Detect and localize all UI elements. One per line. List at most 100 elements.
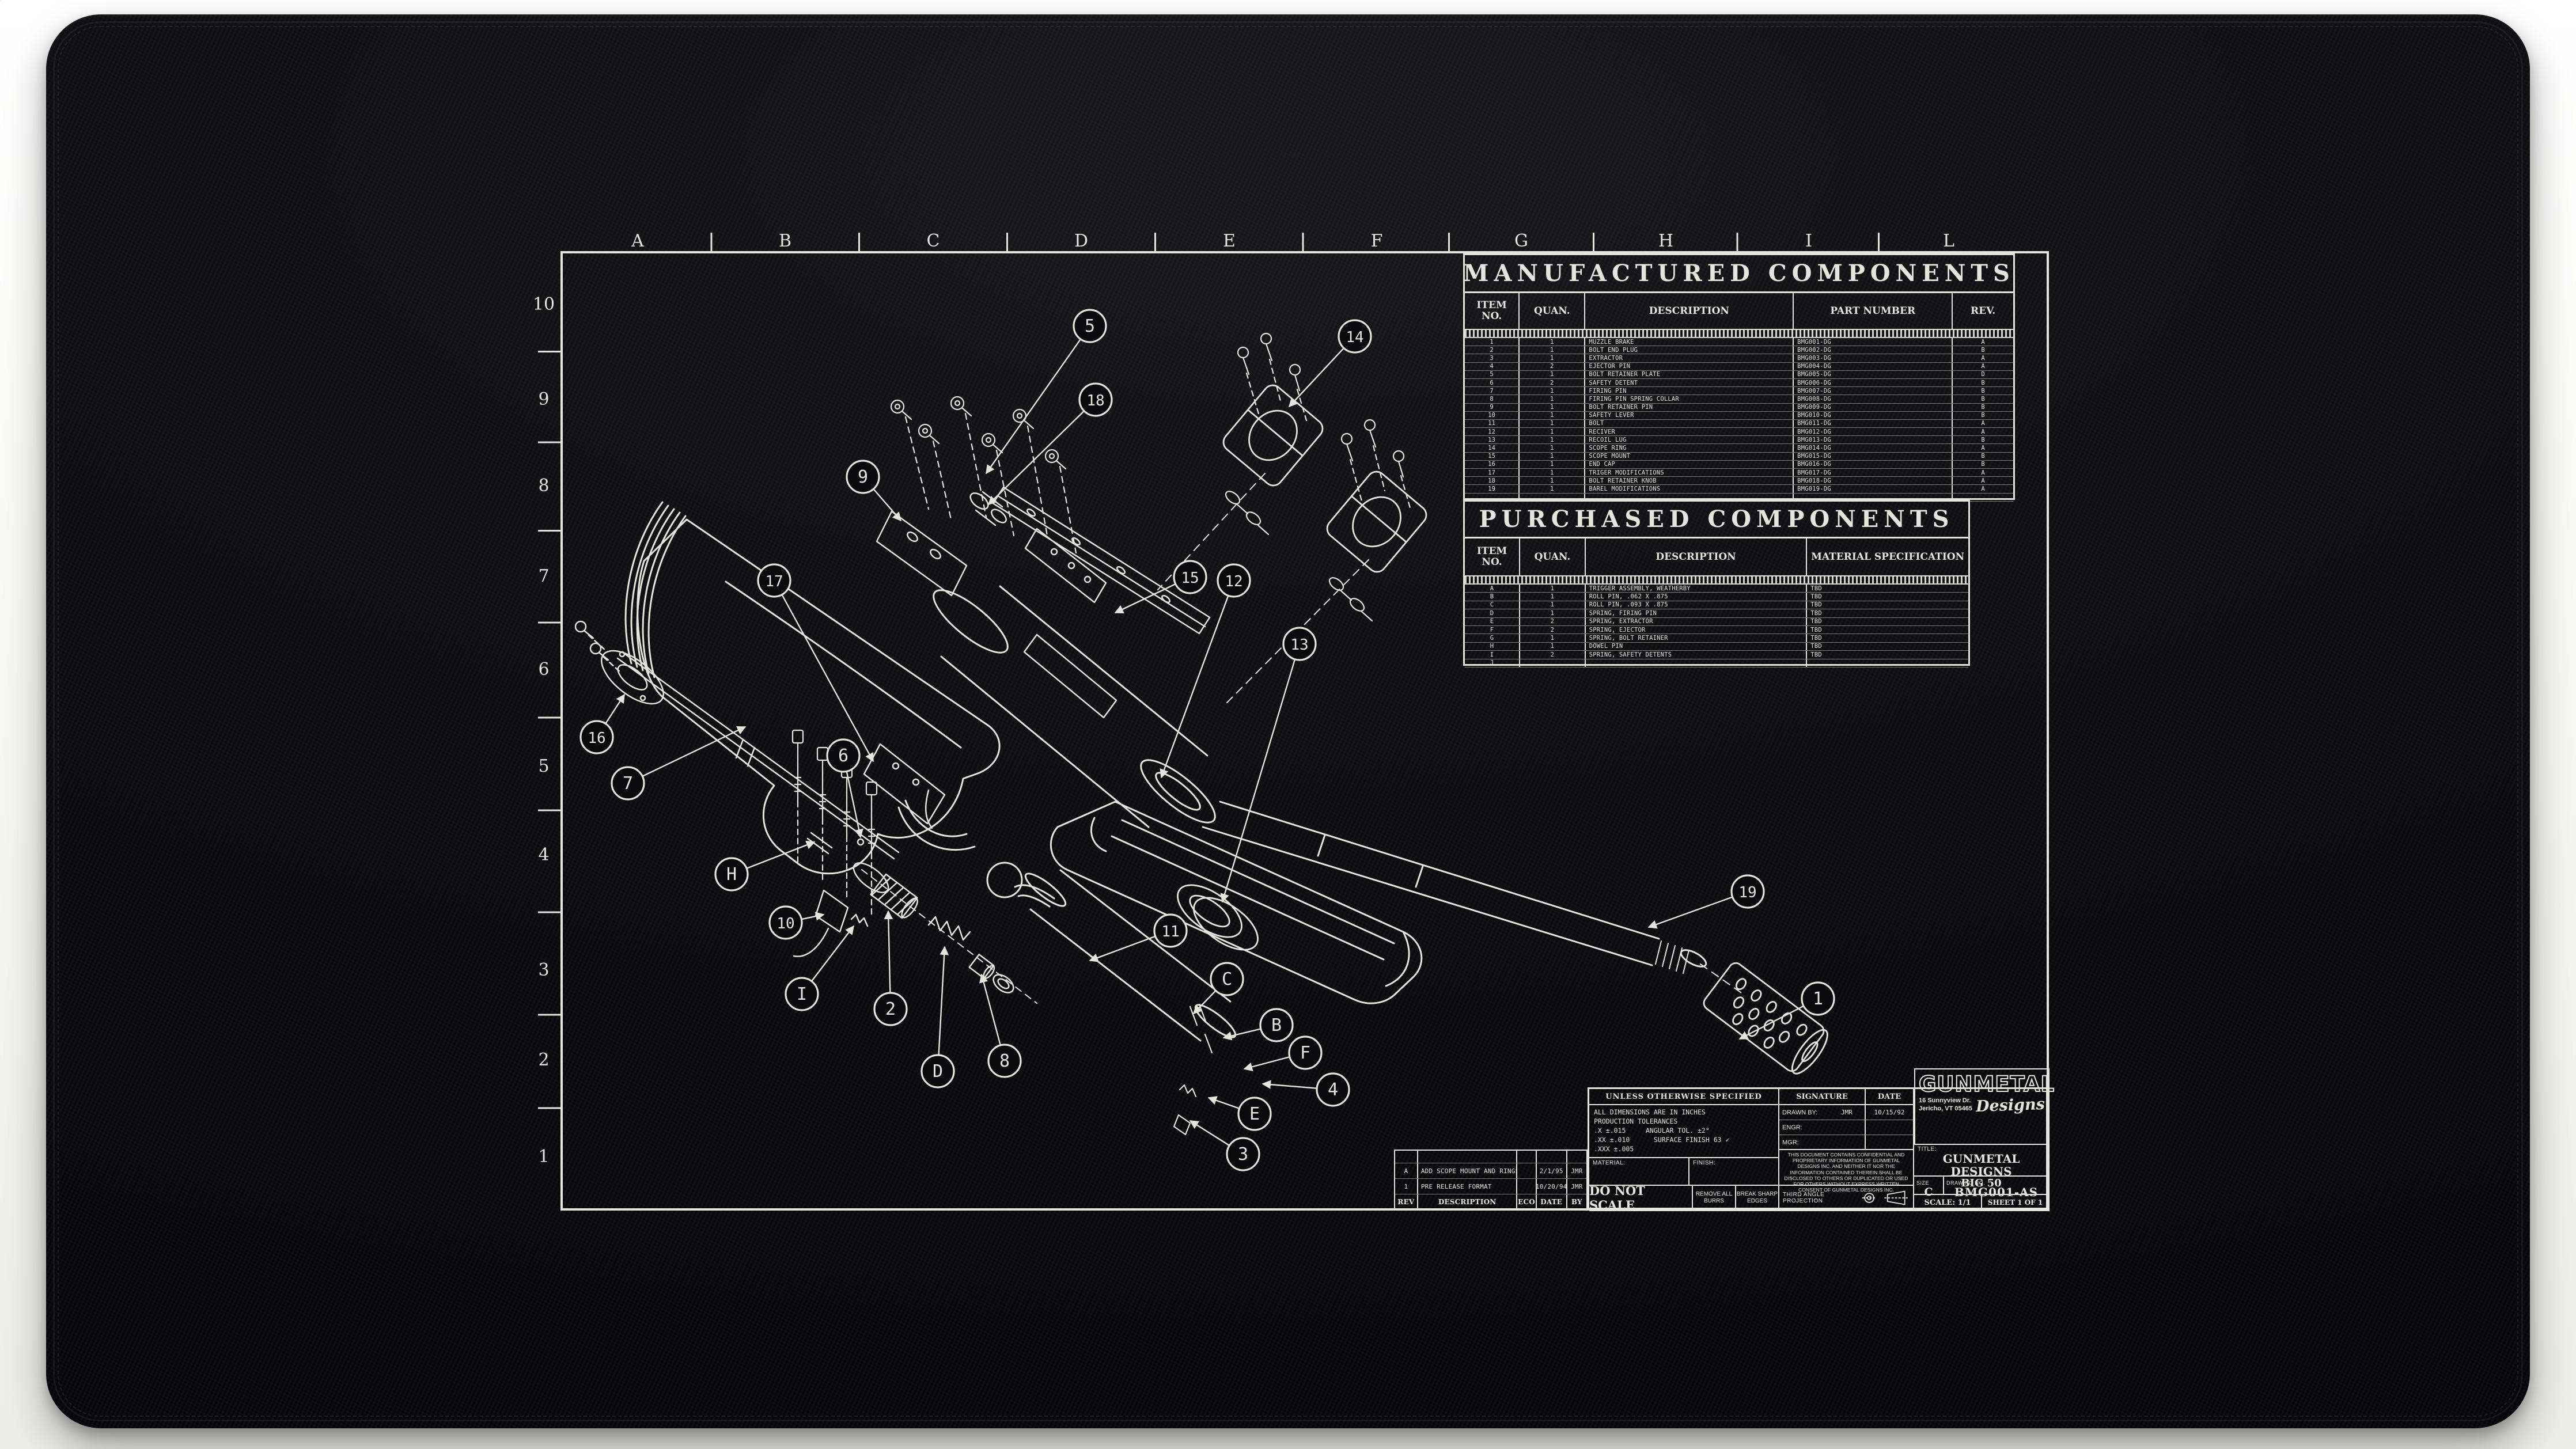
callout-13: 13	[1220, 627, 1317, 903]
svg-text:17: 17	[765, 573, 783, 590]
table-row: J	[1465, 659, 1968, 667]
svg-text:14: 14	[1346, 329, 1363, 346]
table-cell: 1	[1520, 338, 1586, 346]
table-cell: SPRING, FIRING PIN	[1586, 609, 1808, 617]
table-cell: TBD	[1810, 643, 1822, 650]
table-cell: 1	[1520, 444, 1586, 452]
bolt-retainer-plate	[876, 491, 1007, 597]
extractor-plate	[1024, 528, 1107, 604]
table-cell: END CAP	[1585, 460, 1794, 468]
table-cell: 16	[1465, 460, 1520, 468]
grid-number: 10	[533, 294, 555, 314]
table-cell: MUZZLE BRAKE	[1585, 338, 1794, 346]
column-header: QUAN.	[1520, 293, 1586, 329]
fore-end-channel	[1050, 801, 1423, 1004]
table-cell: DOWEL PIN	[1586, 642, 1808, 651]
callout-5: 5	[986, 309, 1107, 475]
trigger-group	[863, 743, 946, 829]
grid-letter: H	[1658, 231, 1673, 251]
table-cell: H	[1465, 642, 1521, 651]
svg-text:7: 7	[623, 773, 633, 794]
table-cell: 1	[1520, 387, 1586, 395]
title-box: TITLE: GUNMETAL DESIGNS BIG 50	[1914, 1145, 2050, 1189]
table-cell: 1	[1520, 346, 1586, 354]
table-cell: SPRING, BOLT RETAINER	[1586, 634, 1808, 642]
table-cell	[1807, 659, 1968, 667]
column-header: DESCRIPTION	[1585, 293, 1794, 329]
table-cell: 2	[1520, 378, 1586, 387]
table-cell: 12	[1465, 428, 1520, 436]
table-cell: ADD SCOPE MOUNT AND RINGS	[1418, 1163, 1518, 1178]
svg-text:9: 9	[858, 467, 868, 487]
signature-date: 10/15/92	[1874, 1109, 1905, 1116]
grid-number: 6	[538, 659, 549, 680]
manufactured-components-table: MANUFACTURED COMPONENTS ITEM NO.QUAN.DES…	[1463, 253, 2015, 502]
grid-letter: D	[1074, 231, 1088, 251]
tolerance-line: .XX ±.010 SURFACE FINISH 63 ✓	[1594, 1136, 1730, 1144]
table-cell: 8	[1465, 395, 1520, 403]
brand-address-1: 16 Sunnyview Dr.	[1919, 1097, 1971, 1104]
svg-text:B: B	[1271, 1015, 1282, 1035]
callout-4: 4	[1262, 1072, 1350, 1107]
table-cell: 1	[1520, 485, 1586, 493]
table-cell: BMG006-DG	[1794, 378, 1953, 387]
muzzle-brake	[1703, 962, 1828, 1075]
signature-date	[1866, 1120, 1913, 1135]
table-cell: BOLT END PLUG	[1585, 346, 1794, 354]
table-cell: 10	[1465, 411, 1520, 419]
ring-screws	[1225, 332, 1411, 622]
roll-pins	[1173, 1003, 1213, 1136]
signature-header-row: SIGNATURE DATE	[1779, 1089, 1914, 1105]
svg-text:1: 1	[1813, 989, 1823, 1009]
bolt	[986, 862, 1237, 1042]
column-header: ITEM NO.	[1465, 538, 1521, 575]
grid-letter: I	[1805, 231, 1812, 251]
table-cell: JMR	[1571, 1182, 1583, 1190]
grid-letter: L	[1943, 231, 1954, 251]
drawing-title-line2: BIG 50	[1961, 1177, 2002, 1189]
table-cell: 2	[1520, 625, 1586, 634]
table-cell: 1	[1520, 634, 1586, 642]
callout-6: 6	[826, 738, 863, 839]
firing-pin-assembly	[0, 0, 900, 957]
table-cell: D	[1981, 371, 1985, 378]
butt-pad	[624, 501, 687, 678]
table-cell: FIRING PIN SPRING COLLAR	[1585, 395, 1794, 403]
table-cell: G	[1465, 634, 1521, 642]
table-cell: D	[1465, 609, 1521, 617]
brand-address-2: Jericho, VT 05465	[1919, 1105, 1972, 1112]
table-cell: FIRING PIN	[1585, 387, 1794, 395]
mount-screws	[890, 396, 1077, 554]
table-cell: BMG015-DG	[1794, 452, 1953, 460]
signature-label: ENGR:	[1782, 1124, 1802, 1131]
table-cell: F	[1465, 625, 1521, 634]
svg-text:12: 12	[1225, 573, 1242, 590]
table-cell: 1	[1520, 585, 1586, 593]
table-cell: B	[1981, 379, 1985, 386]
tolerance-line: PRODUCTION TOLERANCES	[1594, 1117, 1678, 1125]
table-cell: 2	[1520, 617, 1586, 625]
table-cell: 2	[1520, 651, 1586, 659]
bolt-small-parts	[850, 838, 1037, 1004]
table-cell: 1	[1520, 419, 1586, 428]
table-cell: 14	[1465, 444, 1520, 452]
table-cell: TRIGGER ASSEMBLY, WEATHERBY	[1586, 585, 1808, 593]
callout-19: 19	[1647, 874, 1765, 929]
table-cell: BY	[1571, 1197, 1582, 1206]
grid-number: 1	[538, 1147, 549, 1167]
callout-17: 17	[757, 563, 874, 763]
manufactured-table-title: MANUFACTURED COMPONENTS	[1463, 255, 2013, 293]
grid-letter: E	[1223, 231, 1236, 251]
table-cell: SAFETY DETENT	[1585, 378, 1794, 387]
